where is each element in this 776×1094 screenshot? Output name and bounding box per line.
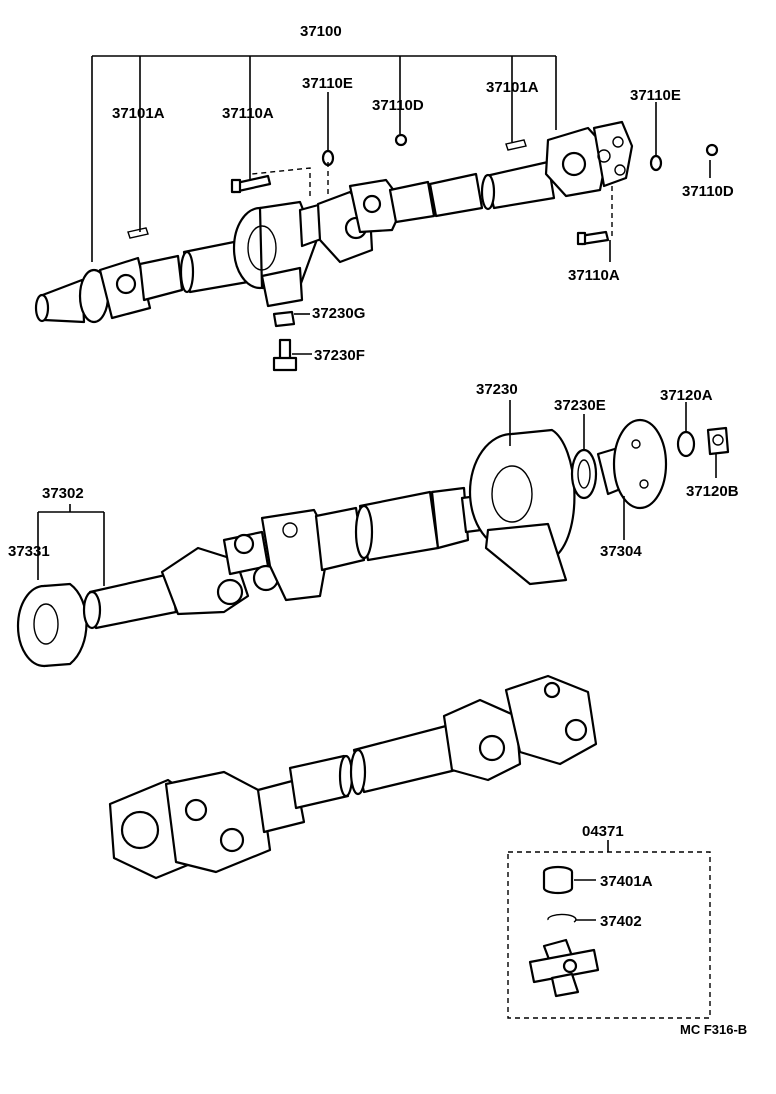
label-37304: 37304 (600, 543, 642, 560)
spider-cross (528, 938, 600, 998)
label-37120A: 37120A (660, 387, 713, 404)
label-37401A: 37401A (600, 873, 653, 890)
label-37230: 37230 (476, 381, 518, 398)
front-yoke-shaft (34, 254, 184, 324)
snap-ring-37402 (547, 913, 596, 923)
label-04371: 04371 (582, 823, 624, 840)
label-37331: 37331 (8, 543, 50, 560)
assembly-37100 (34, 55, 719, 324)
nut-37120B (706, 426, 730, 478)
tube-3 (314, 486, 470, 572)
balance-plate-left (127, 227, 149, 239)
tube-2 (428, 160, 556, 218)
label-37110E-top: 37110E (302, 75, 353, 92)
seal-37230E (570, 414, 598, 500)
spider-kit-04371 (507, 840, 711, 1019)
bolt-37230F (272, 338, 312, 372)
label-37110A-right: 37110A (568, 267, 620, 284)
balance-plate-right (505, 139, 527, 151)
middle-universal-joint (316, 178, 436, 264)
label-37110D-right: 37110D (682, 183, 734, 200)
washer-37120A (676, 402, 696, 458)
dust-seal-37331 (16, 582, 88, 668)
label-37101A-right: 37101A (486, 79, 539, 96)
flange-37304 (596, 418, 668, 540)
rear-propeller-shaft (108, 674, 598, 880)
label-37110A-top: 37110A (222, 105, 274, 122)
nut-37230G (272, 310, 310, 328)
figure-code: MC F316-B (680, 1022, 747, 1037)
label-37302: 37302 (42, 485, 84, 502)
label-37110E-right: 37110E (630, 87, 681, 104)
nut-37110D-top (394, 133, 408, 147)
assembly-37302 (16, 486, 514, 668)
label-37230F: 37230F (314, 347, 365, 364)
bolt-37110A-right (576, 230, 610, 246)
label-37100: 37100 (300, 23, 342, 40)
label-37402: 37402 (600, 913, 642, 930)
label-37120B: 37120B (686, 483, 739, 500)
center-support-bearing-37230 (468, 400, 576, 586)
front-shaft-37302 (82, 572, 178, 630)
bolt-37110A-top (230, 174, 272, 194)
label-37110D-top: 37110D (372, 97, 424, 114)
middle-universal-joint-2 (160, 508, 332, 616)
label-37230E: 37230E (554, 397, 606, 414)
tube-1 (179, 238, 250, 294)
rear-yoke-flange (544, 120, 634, 198)
nut-37110D-right (705, 143, 719, 157)
center-bearing-top (232, 200, 326, 308)
washer-37110E-right (649, 154, 663, 172)
label-37230G: 37230G (312, 305, 365, 322)
bearing-cup-37401A (542, 865, 596, 895)
label-37101A-left: 37101A (112, 105, 165, 122)
